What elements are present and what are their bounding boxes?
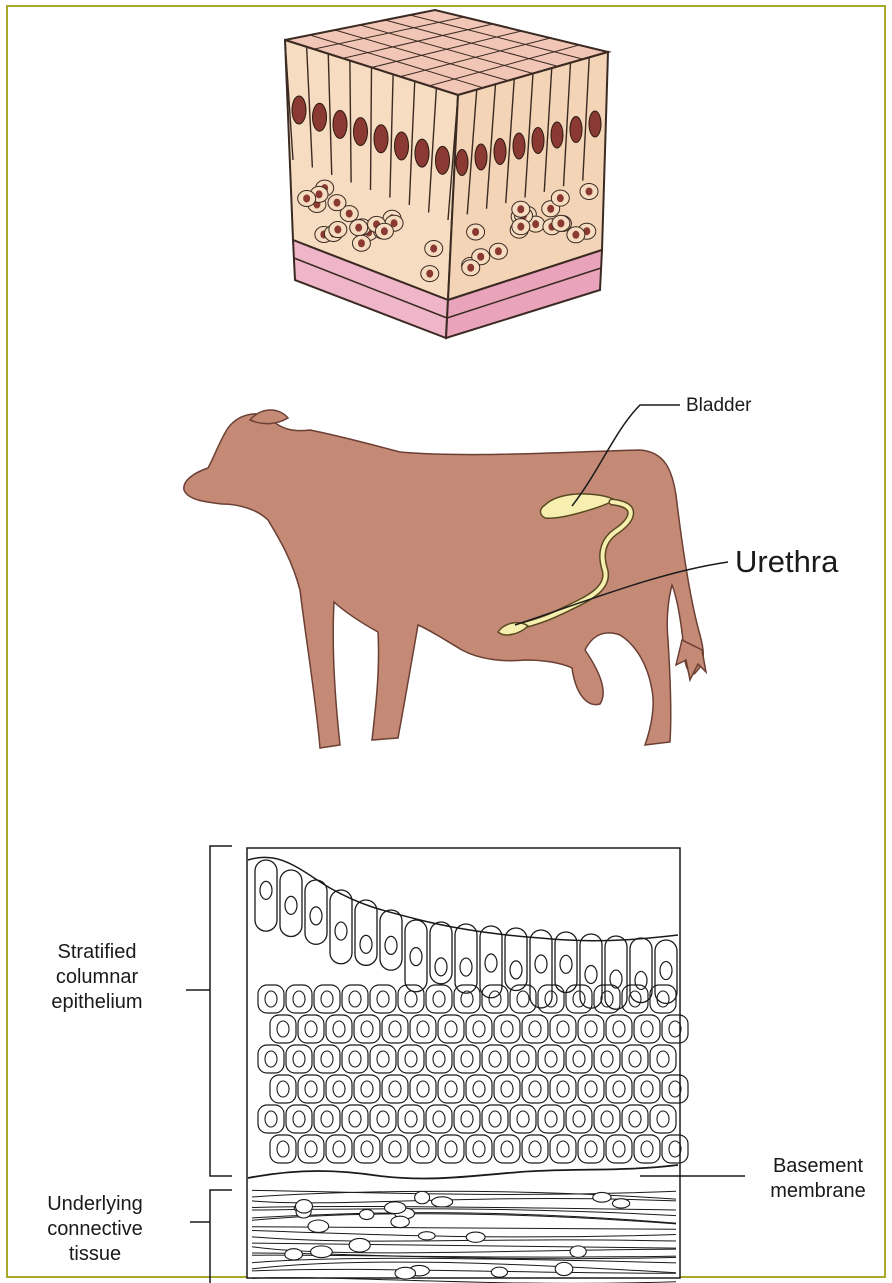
urethra-label: Urethra [735,544,839,579]
basement-label: Basement membrane [770,1155,866,1202]
cow-ear [250,410,288,424]
cow-illustration [184,410,706,748]
bladder-label: Bladder [686,395,752,416]
stratified-label-line-3: epithelium [51,991,142,1013]
stratified-label-line-2: columnar [56,966,139,988]
tissue-block-3d [285,10,608,338]
stratified-bracket [186,846,232,1176]
underlying-label-line-1: Underlying [47,1193,143,1215]
basement-label-line-2: membrane [770,1180,866,1202]
underlying-label: Underlying connective tissue [47,1193,143,1265]
underlying-label-line-3: tissue [69,1243,121,1265]
basement-label-line-1: Basement [773,1155,863,1177]
cow-body [184,414,703,748]
connective-bracket [190,1190,232,1283]
stratified-label-line-1: Stratified [58,941,137,963]
stratified-label: Stratified columnar epithelium [51,941,142,1013]
underlying-label-line-2: connective [47,1218,143,1240]
